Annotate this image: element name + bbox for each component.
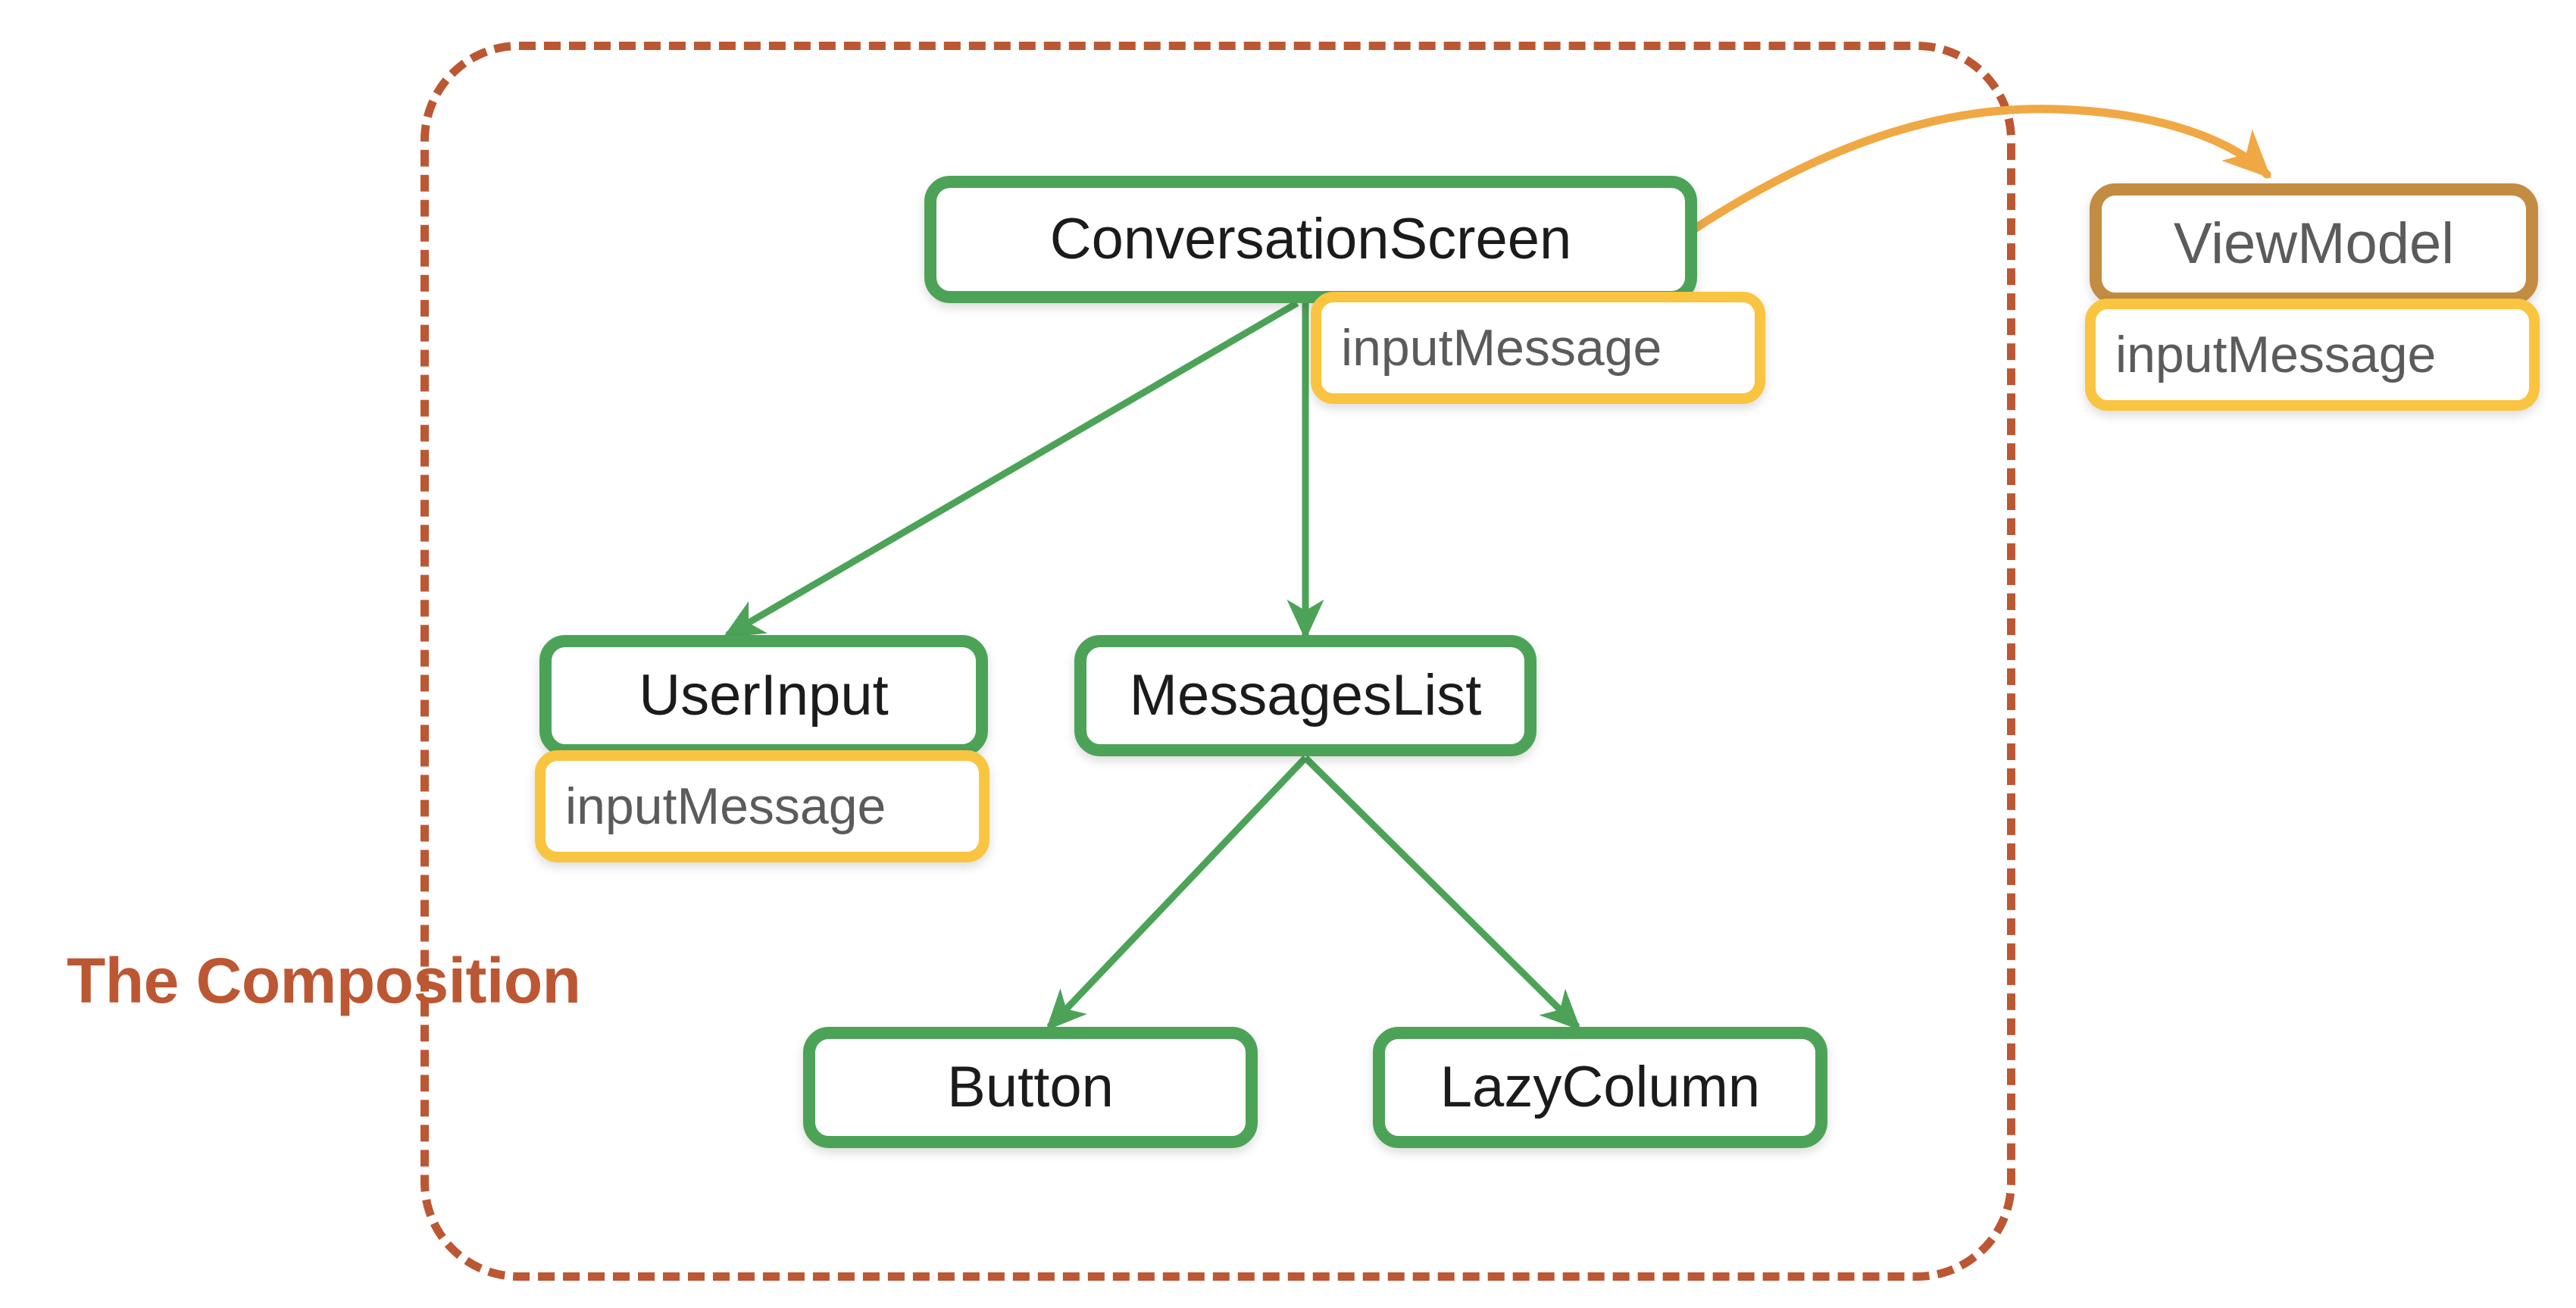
node-messages-list-label: MessagesList <box>1129 663 1482 728</box>
state-chip-conversation-screen-inputmessage[interactable]: inputMessage <box>1311 292 1765 404</box>
node-lazy-column-label: LazyColumn <box>1440 1055 1761 1119</box>
composition-boundary-label: The Composition <box>67 945 581 1016</box>
node-view-model-label: ViewModel <box>2173 211 2455 276</box>
node-button[interactable]: Button <box>803 1027 1258 1148</box>
node-user-input[interactable]: UserInput <box>539 635 988 756</box>
node-conversation-screen-label: ConversationScreen <box>1049 207 1572 271</box>
node-button-label: Button <box>947 1055 1114 1119</box>
node-conversation-screen[interactable]: ConversationScreen <box>924 176 1697 303</box>
state-chip-conversation-screen-inputmessage-label: inputMessage <box>1341 319 1662 377</box>
state-chip-user-input-inputmessage-label: inputMessage <box>565 778 886 835</box>
node-lazy-column[interactable]: LazyColumn <box>1373 1027 1827 1148</box>
node-messages-list[interactable]: MessagesList <box>1074 635 1537 756</box>
node-user-input-label: UserInput <box>639 663 889 728</box>
node-view-model[interactable]: ViewModel <box>2090 183 2538 305</box>
state-chip-view-model-inputmessage-label: inputMessage <box>2115 326 2437 383</box>
state-chip-view-model-inputmessage[interactable]: inputMessage <box>2085 299 2540 411</box>
state-chip-user-input-inputmessage[interactable]: inputMessage <box>535 750 989 862</box>
composition-boundary <box>420 42 2015 1281</box>
